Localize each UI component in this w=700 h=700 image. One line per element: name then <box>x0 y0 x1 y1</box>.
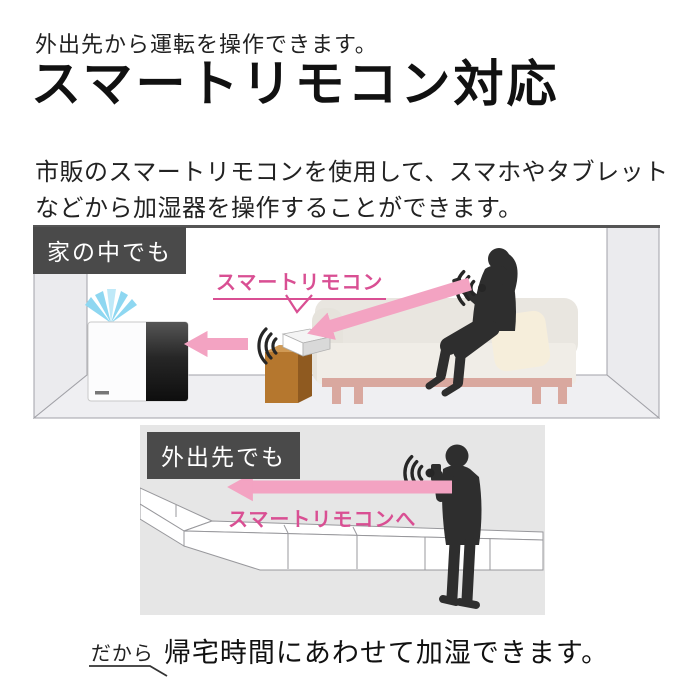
sofa-rail <box>322 378 572 387</box>
to-smart-remote-callout: スマートリモコンへ <box>228 509 417 531</box>
smart-remote-callout: スマートリモコン <box>213 266 387 300</box>
footer-message: 帰宅時間にあわせて加湿できます。 <box>163 638 610 668</box>
page-title: スマートリモコン対応 <box>31 56 560 112</box>
scene-home: 家の中でも <box>33 225 660 419</box>
wifi-signal-icon <box>257 327 278 365</box>
footer-lead: だから <box>88 637 168 677</box>
diagonal-arrow-icon <box>307 277 472 340</box>
scene-away: 外出先でも <box>140 425 545 615</box>
scene-away-label: 外出先でも <box>147 432 300 479</box>
scene-home-art <box>33 225 660 419</box>
footer: だから 帰宅時間にあわせて加湿できます。 <box>0 631 700 677</box>
footer-lead-text: だから <box>90 643 154 665</box>
man-silhouette <box>431 444 482 609</box>
woman-silhouette <box>425 248 518 397</box>
mist-icon <box>85 289 137 323</box>
humidifier <box>85 289 189 402</box>
caret-pointer-icon <box>285 294 313 314</box>
smartphone <box>431 464 441 481</box>
intro-description: 市販のスマートリモコンを使用して、スマホやタブレットなどから加湿器を操作すること… <box>35 159 669 222</box>
intro-lead: 外出先から運転を操作できます。 <box>35 32 378 57</box>
underline-swoosh-icon <box>88 665 168 677</box>
brand-mark <box>95 391 109 395</box>
scene-away-art <box>140 444 544 609</box>
scene-home-label: 家の中でも <box>33 227 186 274</box>
